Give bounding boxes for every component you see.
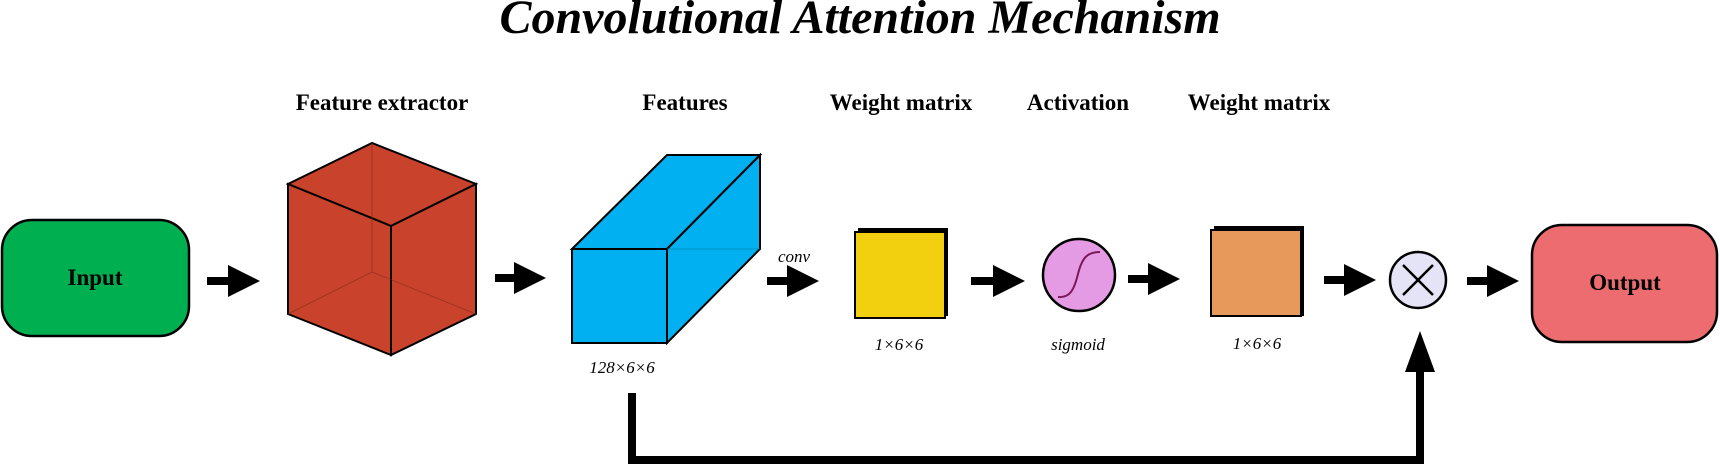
conv-label: conv: [778, 247, 811, 266]
features-front-face: [571, 248, 668, 344]
circled-times-icon: [1402, 264, 1434, 296]
features-dimension: 128×6×6: [589, 358, 655, 377]
input-node: Input: [0, 218, 191, 338]
output-label: Output: [1589, 270, 1661, 295]
multiply-node: [1388, 250, 1448, 310]
skip-connection-line: [628, 366, 1424, 464]
features-block: [569, 152, 763, 346]
weight-matrix-1-dimension: 1×6×6: [875, 335, 924, 354]
feature-extractor-cube: [285, 141, 479, 357]
skip-connection-arrowhead: [1405, 331, 1435, 372]
activation-function-label: sigmoid: [1051, 335, 1105, 354]
heading-activation: Activation: [1027, 90, 1129, 115]
weight-matrix-2-square: [1210, 229, 1302, 317]
heading-weight-matrix-2: Weight matrix: [1188, 90, 1331, 115]
weight-matrix-1: [854, 228, 948, 319]
heading-features: Features: [642, 90, 727, 115]
output-box: [1530, 223, 1719, 344]
output-node: Output: [1530, 223, 1719, 344]
activation-circle: [1041, 237, 1117, 313]
weight-matrix-2: [1210, 226, 1304, 317]
weight-matrix-2-dimension: 1×6×6: [1233, 334, 1282, 353]
activation-node: [1041, 237, 1117, 313]
sigmoid-curve-icon: [1057, 251, 1101, 299]
input-label: Input: [68, 265, 123, 290]
diagram-title: Convolutional Attention Mechanism: [499, 0, 1220, 44]
heading-weight-matrix-1: Weight matrix: [830, 90, 973, 115]
weight-matrix-1-square: [854, 231, 946, 319]
input-box: [0, 218, 191, 338]
heading-feature-extractor: Feature extractor: [296, 90, 469, 115]
